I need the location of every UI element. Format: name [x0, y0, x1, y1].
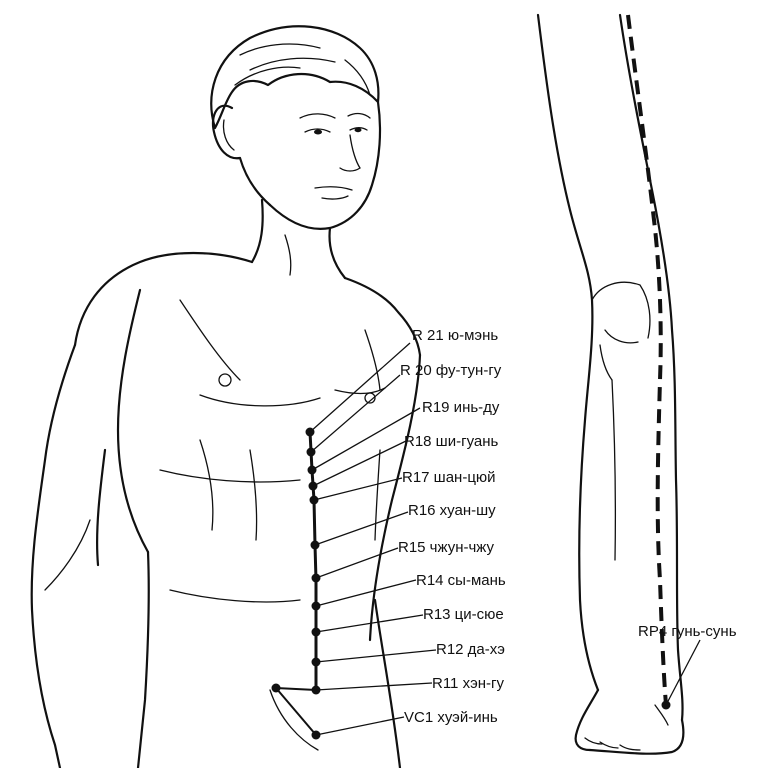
label-rp4: RP4 гунь-сунь: [638, 623, 737, 640]
leader-line-r16: [315, 512, 408, 545]
leader-line-r20: [311, 375, 400, 452]
leader-line-r17: [314, 478, 402, 500]
label-r19: R19 инь-ду: [422, 399, 500, 416]
point-dot-r11b: [272, 684, 281, 693]
leader-line-r18: [313, 441, 406, 486]
leg-figure: [538, 15, 683, 754]
leader-line-r14: [316, 580, 416, 606]
label-r11: R11 хэн-гу: [432, 675, 504, 692]
label-vc1: VC1 хуэй-инь: [404, 709, 498, 726]
leader-line-r11: [316, 683, 432, 690]
leader-line-r13: [316, 615, 423, 632]
label-r18: R18 ши-гуань: [404, 433, 499, 450]
label-r13: R13 ци-сюе: [423, 606, 504, 623]
label-r17: R17 шан-цюй: [402, 469, 496, 486]
leader-line-rp4: [666, 640, 700, 705]
label-r16: R16 хуан-шу: [408, 502, 496, 519]
leader-line-r12: [316, 650, 436, 662]
man-figure: [32, 26, 420, 768]
leader-line-r21: [310, 343, 410, 432]
leader-line-r15: [316, 548, 398, 578]
leader-lines: [310, 343, 700, 735]
label-r14: R14 сы-мань: [416, 572, 506, 589]
label-r12: R12 да-хэ: [436, 641, 505, 658]
leader-line-vc1: [316, 717, 404, 735]
kidney-meridian: [276, 432, 316, 735]
label-r20: R 20 фу-тун-гу: [400, 362, 502, 379]
label-r15: R15 чжун-чжу: [398, 539, 494, 556]
label-r21: R 21 ю-мэнь: [412, 327, 498, 344]
